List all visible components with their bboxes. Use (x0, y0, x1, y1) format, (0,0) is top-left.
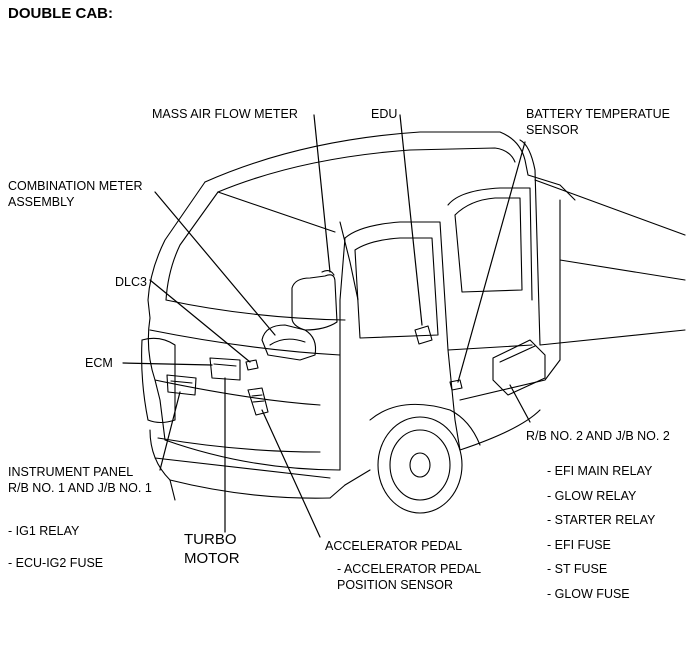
rb2-item: - EFI FUSE (547, 538, 611, 552)
mass-air-flow-meter-component (291, 269, 338, 331)
label-edu: EDU (371, 107, 398, 121)
rb2-jb2-component (492, 339, 546, 396)
rb2-item: - EFI MAIN RELAY (547, 464, 653, 478)
instrument-panel-rb-component (166, 374, 197, 396)
label-line: BATTERY TEMPERATUE (526, 107, 671, 121)
rb2-item: - GLOW FUSE (547, 587, 630, 601)
leader-lines (122, 114, 531, 538)
label-line: R/B NO. 1 AND J/B NO. 1 (8, 481, 152, 495)
accelerator-pedal-component (247, 387, 269, 416)
battery-temp-sensor-component (449, 379, 463, 391)
label-line: SENSOR (526, 123, 579, 137)
label-line: MOTOR (184, 550, 240, 567)
rb2-item: - GLOW RELAY (547, 489, 637, 503)
label-rb2-jb2: R/B NO. 2 AND J/B NO. 2 (526, 429, 670, 443)
rb1-item: - ECU-IG2 FUSE (8, 556, 104, 570)
dlc3-component (245, 359, 259, 371)
diagram-title: DOUBLE CAB: (8, 5, 113, 22)
label-combination-meter-assembly: COMBINATION METER ASSEMBLY (8, 178, 143, 210)
rb2-item: - STARTER RELAY (547, 513, 656, 527)
label-accelerator-pedal-position-sensor: - ACCELERATOR PEDAL POSITION SENSOR (337, 561, 481, 593)
label-battery-temperature-sensor: BATTERY TEMPERATUE SENSOR (526, 106, 670, 138)
label-instrument-panel-rb1-jb1: INSTRUMENT PANEL R/B NO. 1 AND J/B NO. 1 (8, 464, 152, 496)
label-line: ASSEMBLY (8, 195, 75, 209)
ecm-component (209, 357, 241, 381)
label-mass-air-flow-meter: MASS AIR FLOW METER (152, 107, 298, 121)
label-dlc3: DLC3 (115, 275, 147, 289)
label-turbo-motor: TURBO MOTOR (184, 530, 240, 568)
combination-meter-component (261, 324, 317, 361)
label-line: COMBINATION METER (8, 179, 143, 193)
label-ecm: ECM (85, 356, 113, 370)
rb2-item: - ST FUSE (547, 562, 608, 576)
rb1-item: - IG1 RELAY (8, 524, 80, 538)
label-line: TURBO (184, 531, 237, 548)
label-line: - ACCELERATOR PEDAL (337, 562, 482, 576)
edu-component (414, 325, 433, 345)
truck-body (141, 131, 686, 514)
label-accelerator-pedal: ACCELERATOR PEDAL (325, 539, 463, 553)
label-line: INSTRUMENT PANEL (8, 465, 134, 479)
label-line: POSITION SENSOR (337, 578, 453, 592)
